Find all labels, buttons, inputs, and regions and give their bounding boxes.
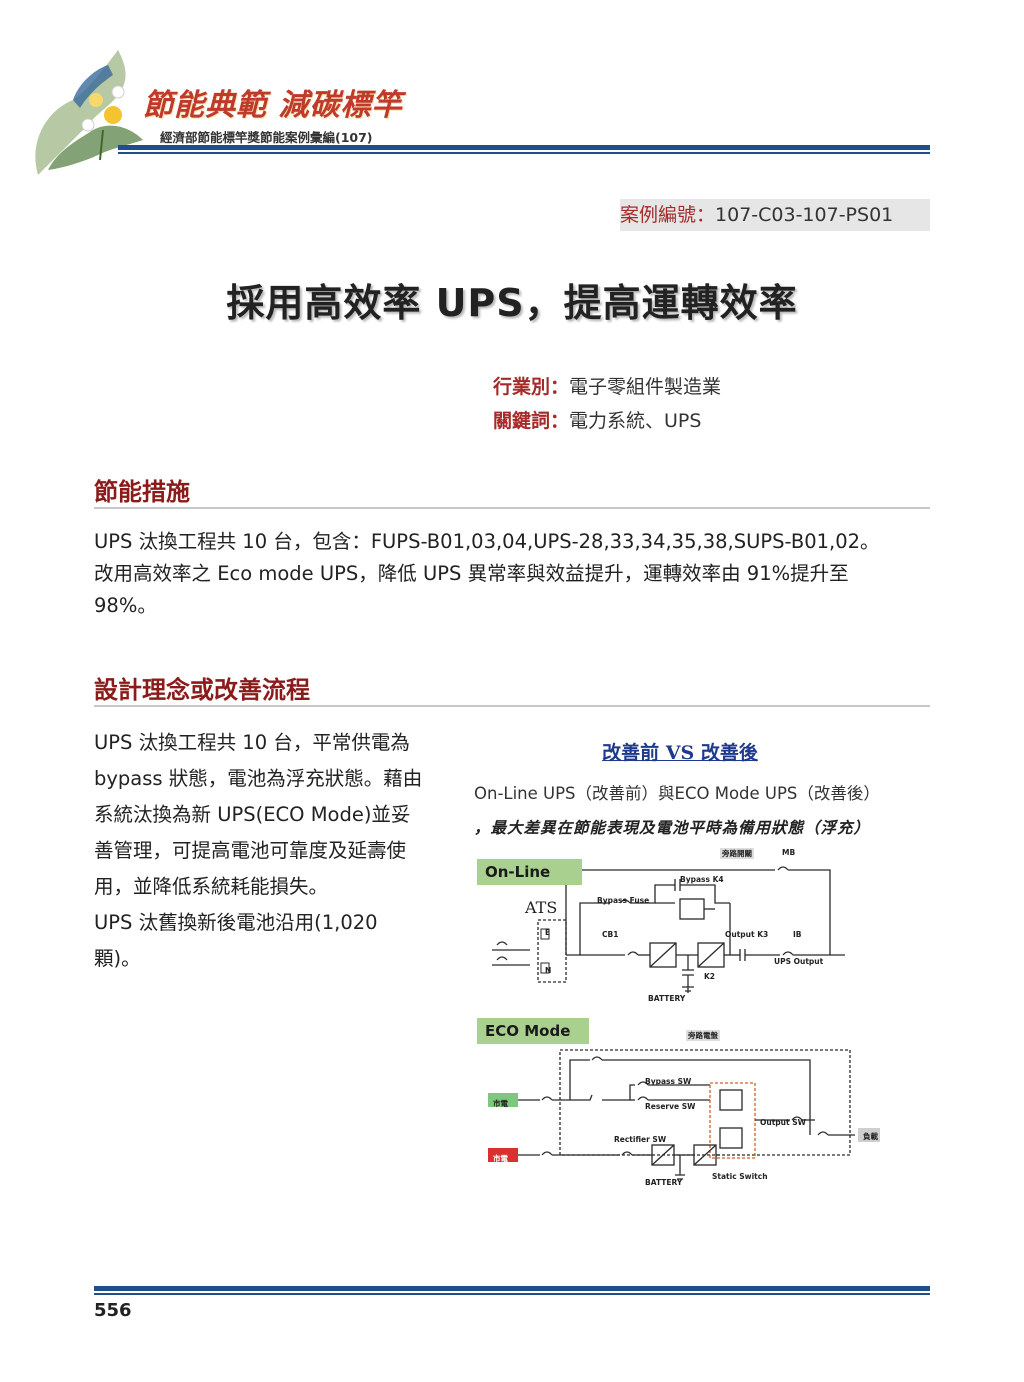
design-line: UPS 汰換工程共 10 台，平常供電為 xyxy=(94,731,410,754)
measures-paragraph: UPS 汰換工程共 10 台，包含：FUPS-B01,03,04,UPS-28,… xyxy=(94,526,934,622)
page-number: 556 xyxy=(94,1300,132,1321)
keywords-value: 電力系統、UPS xyxy=(569,410,702,432)
diagram-label: K2 xyxy=(704,972,716,981)
diagram-label: BATTERY xyxy=(645,1178,683,1187)
diagram-label: CB1 xyxy=(602,930,619,939)
industry-value: 電子零組件製造業 xyxy=(569,376,722,398)
design-paragraph: UPS 汰換工程共 10 台，平常供電為 bypass 狀態，電池為浮充狀態。藉… xyxy=(94,725,444,977)
measures-line: 改用高效率之 Eco mode UPS，降低 UPS 異常率與效益提升，運轉效率… xyxy=(94,562,849,585)
diagram-label: Bypass K4 xyxy=(680,875,724,884)
brand-subtitle: 經濟部節能標竿獎節能案例彙編(107) xyxy=(160,130,373,145)
figure-title: 改善前 VS 改善後 xyxy=(602,742,758,764)
section-rule xyxy=(94,705,930,707)
diagram-label: IB xyxy=(793,930,802,939)
figure-caption-line2: ，最大差異在節能表現及電池平時為備用狀態（浮充） xyxy=(474,818,871,837)
section-rule xyxy=(94,507,930,509)
eco-mode-tag: ECO Mode xyxy=(477,1018,589,1044)
keywords-row: 關鍵詞：電力系統、UPS xyxy=(493,406,701,433)
figure-caption-line1: On-Line UPS（改善前）與ECO Mode UPS（改善後） xyxy=(474,784,880,803)
diagram-label: Output SW xyxy=(760,1118,806,1127)
diagram-label: BATTERY xyxy=(648,994,686,1003)
design-line: 系統汰換為新 UPS(ECO Mode)並妥 xyxy=(94,803,411,826)
brand-title: 節能典範 減碳標竿 xyxy=(143,88,403,123)
diagram-label: 負載 xyxy=(863,1132,878,1141)
diagram-label: 市電 xyxy=(493,1154,508,1163)
case-number-box: 案例編號：107-C03-107-PS01 xyxy=(620,199,930,231)
case-number-value: 107-C03-107-PS01 xyxy=(715,204,894,226)
diagram-label: Output K3 xyxy=(725,930,769,939)
footer-rule xyxy=(94,1286,930,1291)
diagram-label: E xyxy=(545,928,551,937)
source-green-block xyxy=(488,1093,518,1107)
diagram-label: Bypass Fuse xyxy=(597,896,650,905)
online-tag: On-Line xyxy=(477,859,582,885)
logo-emblem xyxy=(18,30,158,180)
diagram-label: 旁路開關 xyxy=(720,848,754,859)
design-line: UPS 汰舊換新後電池沿用(1,020 xyxy=(94,911,378,934)
load-block xyxy=(858,1128,880,1142)
section-title-design: 設計理念或改善流程 xyxy=(94,676,310,704)
diagram-label: N xyxy=(545,966,552,975)
industry-label: 行業別： xyxy=(493,376,570,398)
diagram-label: UPS Output xyxy=(774,957,824,966)
design-line: 善管理，可提高電池可靠度及延壽使 xyxy=(94,839,407,862)
diagram-label: Reserve SW xyxy=(645,1102,696,1111)
header-rule-thin xyxy=(118,152,930,154)
ats-label: ATS xyxy=(525,898,558,917)
header-rule xyxy=(118,145,930,150)
keywords-label: 關鍵詞： xyxy=(493,410,570,432)
source-red-block xyxy=(488,1148,518,1162)
diagram-label: Static Switch xyxy=(712,1172,768,1181)
diagram-label: MB xyxy=(782,848,796,857)
diagram-label: 市電 xyxy=(493,1099,508,1108)
measures-line: UPS 汰換工程共 10 台，包含：FUPS-B01,03,04,UPS-28,… xyxy=(94,530,880,553)
industry-row: 行業別：電子零組件製造業 xyxy=(493,372,721,399)
case-number-label: 案例編號： xyxy=(620,204,716,226)
design-line: 用，並降低系統耗能損失。 xyxy=(94,875,329,898)
design-line: 顆)。 xyxy=(94,947,141,970)
diagram-label: Bypass SW xyxy=(645,1077,692,1086)
measures-line: 98%。 xyxy=(94,594,157,617)
diagram-label: 旁路電盤 xyxy=(686,1030,720,1041)
section-title-measures: 節能措施 xyxy=(94,478,190,506)
page-title: 採用高效率 UPS，提高運轉效率 xyxy=(226,281,798,325)
footer-rule-thin xyxy=(94,1293,930,1295)
design-line: bypass 狀態，電池為浮充狀態。藉由 xyxy=(94,767,423,790)
diagram-label: Rectifier SW xyxy=(614,1135,667,1144)
